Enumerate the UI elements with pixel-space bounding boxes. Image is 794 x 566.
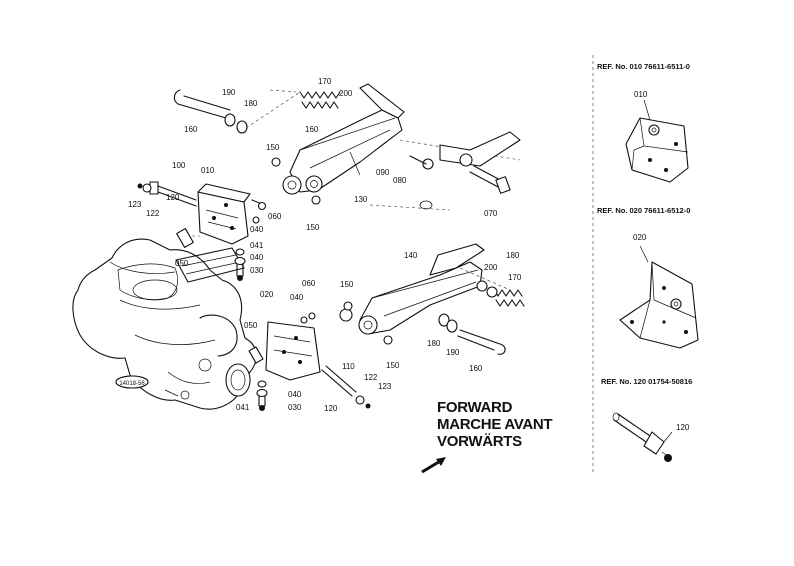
callout-040-c: 040 (290, 293, 304, 302)
callout-060-b: 060 (302, 279, 316, 288)
callout-122: 122 (146, 209, 160, 218)
callout-070: 070 (484, 209, 498, 218)
engine-tag-oval (115, 375, 149, 389)
callout-040-b: 040 (250, 253, 264, 262)
reference-2-label: REF. No. 020 76611-6512-0 (597, 206, 690, 215)
direction-block: FORWARD MARCHE AVANT VORWÄRTS (421, 399, 553, 474)
callout-100: 100 (172, 161, 186, 170)
pin-160-upper (173, 89, 301, 134)
callout-160: 160 (184, 125, 198, 134)
spring-170-lower (476, 280, 525, 307)
callout-160-b: 160 (305, 125, 319, 134)
callout-020: 020 (260, 290, 274, 299)
callout-050: 050 (175, 259, 189, 268)
direction-line-3: VORWÄRTS (437, 433, 522, 450)
callout-030: 030 (250, 266, 264, 275)
callout-040: 040 (250, 225, 264, 234)
callout-110: 110 (342, 362, 355, 371)
reference-3-part: 120 (676, 423, 690, 432)
bracket-010-detail (625, 99, 689, 183)
reference-1-part: 010 (634, 90, 648, 99)
reference-2-part: 020 (633, 233, 647, 242)
callout-150: 150 (266, 143, 280, 152)
callout-labels: 010 100 123 122 120 050 190 180 160 170 … (128, 77, 522, 413)
engine-tag: 14018-56 (119, 381, 145, 387)
direction-line-1: FORWARD (437, 399, 513, 416)
callout-160-c: 160 (469, 364, 483, 373)
pin-160-lower (438, 313, 506, 355)
callout-170-b: 170 (508, 273, 522, 282)
callout-130: 130 (354, 195, 368, 204)
callout-200-b: 200 (484, 263, 498, 272)
callout-030-b: 030 (288, 403, 302, 412)
callout-040-d: 040 (288, 390, 302, 399)
callout-180: 180 (244, 99, 258, 108)
callout-180-b: 180 (506, 251, 520, 260)
engine-housing (72, 238, 257, 410)
callout-050-b: 050 (244, 321, 258, 330)
callout-150-d: 150 (386, 361, 400, 370)
callout-010: 010 (201, 166, 215, 175)
reference-3-label: REF. No. 120 01754-50816 (601, 377, 692, 386)
callout-190-b: 190 (446, 348, 460, 357)
cross-shaft-right (369, 131, 521, 211)
callout-060: 060 (268, 212, 282, 221)
callout-150-b: 150 (306, 223, 320, 232)
callout-170: 170 (318, 77, 332, 86)
direction-line-2: MARCHE AVANT (437, 416, 552, 433)
callout-150-c: 150 (340, 280, 354, 289)
callout-140: 140 (404, 251, 418, 260)
callout-200: 200 (339, 89, 353, 98)
callout-123-b: 123 (378, 382, 392, 391)
bracket-020-assembly (248, 312, 371, 409)
pin-120-detail (612, 412, 673, 462)
callout-120: 120 (166, 193, 180, 202)
spring-170-upper (269, 89, 341, 109)
bracket-010-assembly (137, 181, 267, 248)
pedal-arm-140 (339, 243, 511, 335)
bushings-150 (271, 157, 393, 345)
callout-123: 123 (128, 200, 142, 209)
callout-180-c: 180 (427, 339, 441, 348)
callout-041-b: 041 (236, 403, 250, 412)
pedal-arm-130 (282, 83, 405, 195)
callout-122-b: 122 (364, 373, 378, 382)
bracket-020-detail (619, 245, 699, 349)
callout-190: 190 (222, 88, 236, 97)
forward-arrow-icon (421, 457, 446, 474)
reference-panel: REF. No. 010 76611-6511-0 010 REF. No. 0… (592, 55, 699, 475)
fastener-stack-upper (234, 248, 246, 281)
fastener-stack-lower (256, 380, 268, 411)
callout-120-b: 120 (324, 404, 338, 413)
callout-080: 080 (393, 176, 407, 185)
callout-090: 090 (376, 168, 390, 177)
reference-1-label: REF. No. 010 76611-6511-0 (597, 62, 690, 71)
callout-041: 041 (250, 241, 264, 250)
